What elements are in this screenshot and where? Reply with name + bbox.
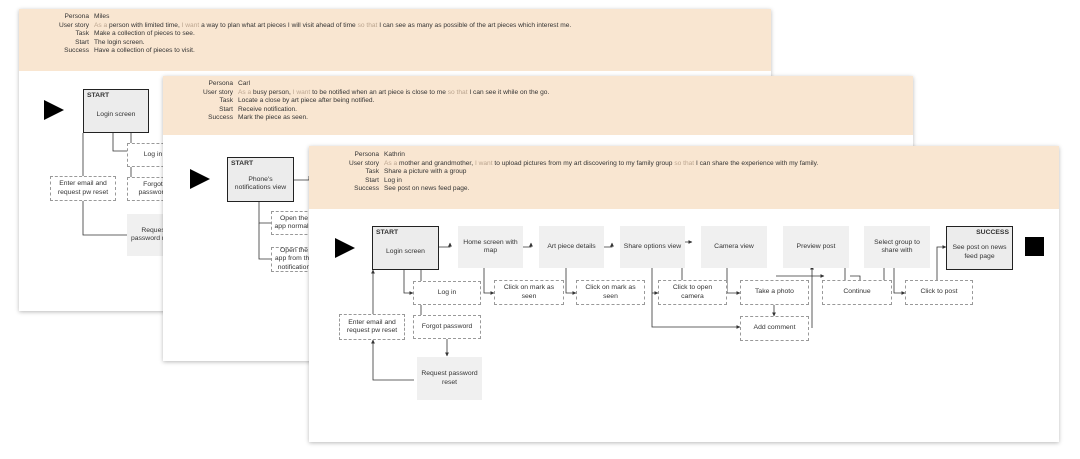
success-tag: SUCCESS (976, 229, 1009, 236)
continue-step[interactable]: Continue (822, 280, 892, 305)
so-that-keyword: so that (357, 21, 378, 29)
user-story-label: User story (348, 159, 379, 167)
share-options-view[interactable]: Share options view (620, 226, 685, 268)
task-text: Make a collection of pieces to see. (94, 30, 195, 38)
persona-label: Persona (64, 13, 89, 20)
click-mark-as-seen-step-2[interactable]: Click on mark as seen (576, 280, 645, 305)
story-who: person with limited time, (109, 21, 180, 29)
as-a-keyword: As a (384, 159, 398, 167)
camera-view[interactable]: Camera view (701, 226, 767, 268)
as-a-keyword: As a (94, 21, 108, 29)
click-open-camera-step[interactable]: Click to open camera (658, 280, 727, 305)
as-a-keyword: As a (238, 88, 252, 96)
start-text: The login screen. (94, 38, 145, 46)
start-label: Start (75, 38, 89, 46)
start-login-screen[interactable]: START Login screen (83, 89, 149, 133)
start-notifications-view[interactable]: START Phone's notifications view (227, 157, 294, 202)
success-screen-label: See post on news feed page (952, 244, 1007, 260)
success-label: Success (208, 114, 233, 122)
persona-name: Carl (238, 80, 251, 87)
story-who: busy person, (253, 88, 291, 96)
select-group-to-share-with[interactable]: Select group to share with (864, 226, 930, 268)
user-story-label: User story (58, 21, 89, 29)
persona-name: Miles (94, 13, 110, 20)
story-who: mother and grandmother, (399, 159, 474, 167)
preview-post[interactable]: Preview post (783, 226, 849, 268)
log-in-step[interactable]: Log in (413, 281, 481, 305)
i-want-keyword: I want (292, 88, 311, 96)
task-label: Task (75, 30, 89, 38)
click-mark-as-seen-step[interactable]: Click on mark as seen (494, 280, 564, 305)
start-triangle-icon (335, 238, 355, 258)
i-want-keyword: I want (181, 21, 200, 29)
story-want: to upload pictures from my art discoveri… (494, 159, 673, 167)
art-piece-details[interactable]: Art piece details (539, 226, 604, 268)
success-text: Have a collection of pieces to visit. (94, 47, 195, 55)
so-that-keyword: so that (447, 88, 468, 96)
start-text: Receive notification. (238, 105, 298, 113)
start-tag: START (376, 229, 399, 236)
persona-name: Kathrin (384, 151, 405, 158)
request-password-reset-step[interactable]: Request password reset (417, 357, 482, 400)
start-tag: START (87, 92, 110, 99)
task-text: Locate a close by art piece after being … (238, 97, 375, 105)
story-benefit: I can see it while on the go. (469, 88, 550, 96)
task-text: Share a picture with a group (384, 168, 467, 176)
success-text: Mark the piece as seen. (238, 114, 309, 122)
task-label: Task (365, 168, 379, 176)
enter-email-step[interactable]: Enter email and request pw reset (339, 314, 405, 340)
story-benefit: I can see as many as possible of the art… (379, 21, 572, 29)
success-news-feed-page[interactable]: SUCCESS See post on news feed page (946, 226, 1013, 270)
start-triangle-icon (44, 100, 64, 120)
story-benefit: I can share the experience with my famil… (695, 159, 819, 167)
success-text: See post on news feed page. (384, 185, 470, 193)
story-want: to be notified when an art piece is clos… (312, 88, 446, 96)
user-story-label: User story (202, 88, 233, 96)
persona-header: Persona Kathrin User story As a mother and… (309, 146, 1059, 209)
start-screen-label: Login screen (96, 111, 136, 119)
start-text: Log in (384, 176, 402, 184)
so-that-keyword: so that (674, 159, 695, 167)
persona-header: Persona Miles User story As a person with … (19, 9, 771, 71)
enter-email-step[interactable]: Enter email and request pw reset (50, 176, 116, 201)
take-photo-step[interactable]: Take a photo (740, 280, 809, 305)
forgot-password-step[interactable]: Forgot password (413, 315, 481, 339)
add-comment-step[interactable]: Add comment (740, 316, 809, 341)
start-screen-label: Login screen (386, 248, 425, 256)
end-square-icon (1025, 237, 1044, 256)
start-screen-label: Phone's notifications view (234, 175, 287, 191)
persona-label: Persona (208, 80, 233, 87)
start-triangle-icon (190, 169, 210, 189)
start-login-screen[interactable]: START Login screen (372, 226, 439, 270)
persona-card-kathrin: Persona Kathrin User story As a mother and… (309, 146, 1059, 442)
start-label: Start (219, 105, 233, 113)
start-label: Start (365, 176, 379, 184)
home-screen-with-map[interactable]: Home screen with map (458, 226, 523, 268)
i-want-keyword: I want (474, 159, 493, 167)
start-tag: START (231, 160, 254, 167)
click-to-post-step[interactable]: Click to post (905, 280, 973, 305)
success-label: Success (354, 185, 379, 193)
story-want: a way to plan what art pieces I will vis… (201, 21, 356, 29)
success-label: Success (64, 47, 89, 55)
persona-label: Persona (354, 151, 379, 158)
task-label: Task (219, 97, 233, 105)
